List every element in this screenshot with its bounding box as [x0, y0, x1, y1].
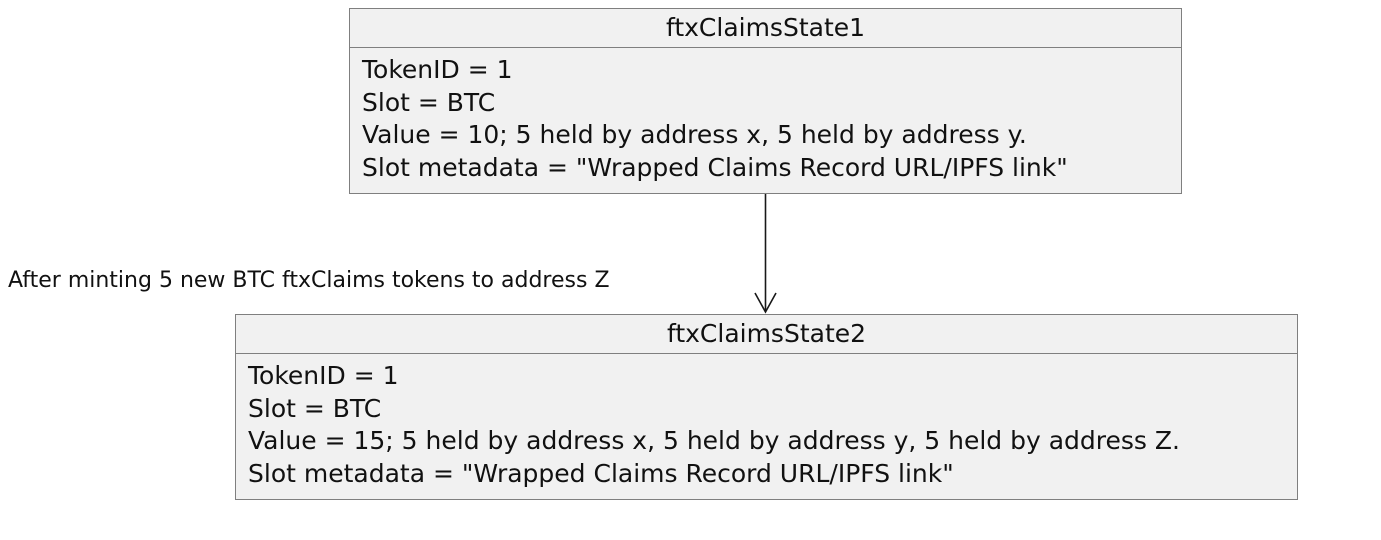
attribute-slot: Slot = BTC	[362, 87, 496, 117]
state-box-ftxclaimsstate1: ftxClaimsState1 TokenID = 1 Slot = BTC V…	[349, 8, 1182, 194]
state-attributes: TokenID = 1 Slot = BTC Value = 15; 5 hel…	[236, 354, 1297, 490]
state-title: ftxClaimsState1	[350, 9, 1181, 48]
attribute-value: Value = 10; 5 held by address x, 5 held …	[362, 120, 1027, 149]
state-box-ftxclaimsstate2: ftxClaimsState2 TokenID = 1 Slot = BTC V…	[235, 314, 1298, 500]
attribute-token-id: TokenID = 1	[248, 361, 399, 390]
state-title: ftxClaimsState2	[236, 315, 1297, 354]
attribute-slot: Slot = BTC	[248, 393, 382, 423]
state-attributes: TokenID = 1 Slot = BTC Value = 10; 5 hel…	[350, 48, 1181, 184]
attribute-slot-metadata: Slot metadata = "Wrapped Claims Record U…	[362, 152, 1068, 182]
attribute-value: Value = 15; 5 held by address x, 5 held …	[248, 426, 1180, 455]
transition-arrowhead	[754, 292, 777, 314]
attribute-slot-metadata: Slot metadata = "Wrapped Claims Record U…	[248, 458, 954, 488]
attribute-token-id: TokenID = 1	[362, 55, 513, 84]
transition-label: After minting 5 new BTC ftxClaims tokens…	[8, 268, 610, 293]
